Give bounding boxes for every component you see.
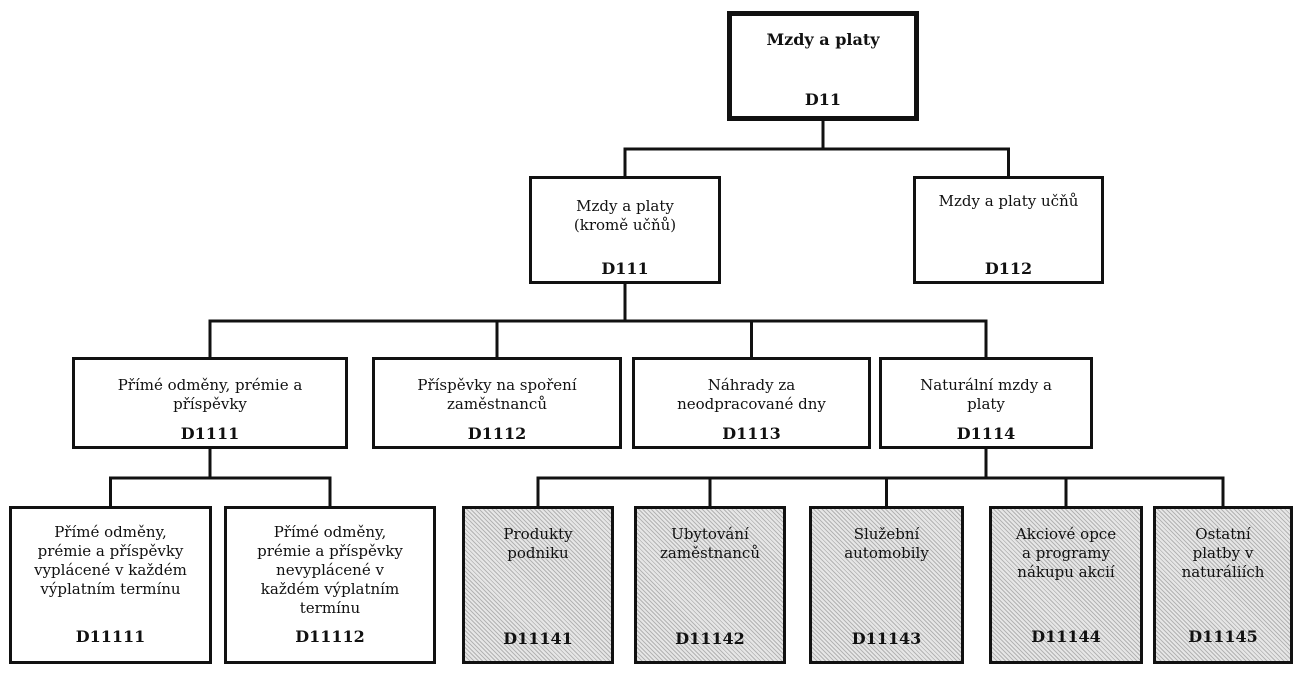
node-d11144: Akciové opce a programy nákupu akcií D11… — [989, 506, 1143, 664]
node-label: Služební automobily — [844, 525, 929, 562]
node-code: D11143 — [851, 629, 922, 648]
node-d11142: Ubytování zaměstnanců D11142 — [634, 506, 786, 664]
node-code: D11144 — [1031, 627, 1101, 646]
node-d112: Mzdy a platy učňů D112 — [913, 176, 1104, 284]
node-code: D1113 — [722, 424, 781, 443]
node-code: D111 — [601, 259, 649, 278]
node-d11112: Přímé odměny, prémie a příspěvky nevyplá… — [224, 506, 436, 664]
node-d11145: Ostatní platby v naturáliích D11145 — [1153, 506, 1293, 664]
node-code: D11 — [804, 90, 842, 109]
node-code: D11112 — [295, 627, 365, 646]
node-label: Přímé odměny, prémie a příspěvky — [117, 376, 303, 413]
node-code: D11111 — [75, 627, 146, 646]
node-d1113: Náhrady za neodpracované dny D1113 — [632, 357, 871, 449]
node-code: D112 — [984, 259, 1033, 278]
node-code: D11142 — [675, 629, 745, 648]
node-code: D11145 — [1188, 627, 1258, 646]
node-code: D11141 — [503, 629, 573, 648]
node-label: Mzdy a platy (kromě učňů) — [573, 197, 677, 234]
node-label: Produkty podniku — [503, 525, 573, 562]
node-code: D1114 — [956, 424, 1016, 443]
node-d11141: Produkty podniku D11141 — [462, 506, 614, 664]
node-label: Ostatní platby v naturáliích — [1181, 525, 1265, 581]
node-label: Naturální mzdy a platy — [920, 376, 1052, 413]
node-label: Akciové opce a programy nákupu akcií — [1015, 525, 1117, 581]
node-label: Příspěvky na spoření zaměstnanců — [417, 376, 577, 413]
node-d1114: Naturální mzdy a platy D1114 — [879, 357, 1093, 449]
node-code: D1111 — [180, 424, 240, 443]
node-label: Mzdy a platy — [766, 30, 880, 49]
node-label: Ubytování zaměstnanců — [660, 525, 760, 562]
node-label: Přímé odměny, prémie a příspěvky vypláce… — [34, 523, 187, 598]
node-label: Přímé odměny, prémie a příspěvky nevyplá… — [257, 523, 403, 617]
node-d11111: Přímé odměny, prémie a příspěvky vypláce… — [9, 506, 212, 664]
node-code: D1112 — [467, 424, 527, 443]
node-d1112: Příspěvky na spoření zaměstnanců D1112 — [372, 357, 622, 449]
node-label: Mzdy a platy učňů — [938, 192, 1079, 210]
node-d11: Mzdy a platy D11 — [727, 11, 919, 121]
node-d1111: Přímé odměny, prémie a příspěvky D1111 — [72, 357, 348, 449]
node-d11143: Služební automobily D11143 — [809, 506, 964, 664]
node-label: Náhrady za neodpracované dny — [677, 376, 826, 413]
node-d111: Mzdy a platy (kromě učňů) D111 — [529, 176, 721, 284]
